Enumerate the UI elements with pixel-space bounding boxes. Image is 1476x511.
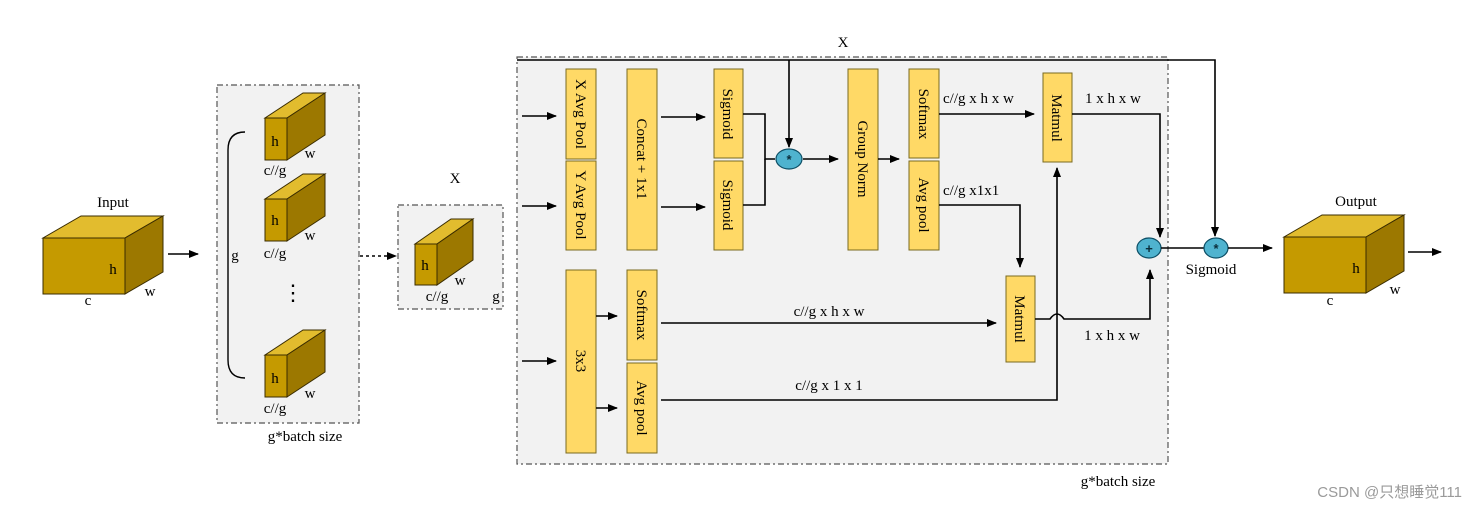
input-cube xyxy=(41,215,165,295)
dim-avg-pool-1: c//g x1x1 xyxy=(943,183,999,199)
output-w-label: w xyxy=(1390,282,1401,298)
matmul-2-label: Matmul xyxy=(1011,295,1027,343)
arrow-skip-x-to-output-mul xyxy=(517,59,1219,237)
input-w-label: w xyxy=(145,284,156,300)
input-h-label: h xyxy=(109,262,117,278)
mul-operator-2-symbol: * xyxy=(1213,241,1219,256)
input-c-label: c xyxy=(85,293,92,309)
softmax-2-block xyxy=(626,269,658,361)
output-label: Output xyxy=(1335,194,1378,210)
matmul-1-block xyxy=(1042,72,1073,163)
group-brace xyxy=(227,131,246,379)
concat-conv-label: Concat + 1x1 xyxy=(633,119,649,200)
group-ellipsis: ⋮ xyxy=(282,280,304,305)
matmul-2-block xyxy=(1005,275,1036,363)
y-avg-pool-label: Y Avg Pool xyxy=(572,170,588,239)
group-cube-1 xyxy=(263,92,327,161)
group-cube-3-w: w xyxy=(305,386,316,402)
avg-pool-1-label: Avg pool xyxy=(915,177,931,232)
avg-pool-2-block xyxy=(626,362,658,454)
group-cube-1-cg: c//g xyxy=(264,163,287,179)
dim-matmul-1: 1 x h x w xyxy=(1085,91,1141,107)
avg-pool-1-block xyxy=(908,160,940,251)
arrow-avg-pool-1-to-matmul-2 xyxy=(939,204,1024,268)
sigmoid-1-block xyxy=(713,68,744,159)
group-cube-3-h: h xyxy=(271,371,279,387)
x-cube-cg: c//g xyxy=(426,289,449,305)
softmax-2-label: Softmax xyxy=(633,290,649,341)
group-norm-label: Group Norm xyxy=(854,120,870,197)
conv3x3-block xyxy=(565,269,597,454)
batch-size-label-left: g*batch size xyxy=(268,429,343,445)
group-cube-2 xyxy=(263,173,327,242)
x-top-label: X xyxy=(838,35,849,51)
softmax-1-label: Softmax xyxy=(915,89,931,140)
arrow-avg-pool-2-to-matmul-1 xyxy=(661,167,1061,401)
add-operator-symbol: + xyxy=(1145,241,1153,256)
x-group-label: X xyxy=(450,171,461,187)
line-sigmoid-1-to-mul xyxy=(743,113,775,160)
group-cube-1-h: h xyxy=(271,134,279,150)
x-avg-pool-label: X Avg Pool xyxy=(572,79,588,149)
dim-softmax-1: c//g x h x w xyxy=(943,91,1014,107)
conv3x3-label: 3x3 xyxy=(572,350,588,373)
y-avg-pool-block xyxy=(565,160,597,251)
dim-softmax-2: c//g x h x w xyxy=(794,304,865,320)
group-cube-3-cg: c//g xyxy=(264,401,287,417)
line-sigmoid-2-to-mul xyxy=(743,159,766,206)
x-avg-pool-block xyxy=(565,68,597,160)
input-label: Input xyxy=(97,195,129,211)
sigmoid-2-label: Sigmoid xyxy=(719,180,735,231)
sigmoid-1-label: Sigmoid xyxy=(719,89,735,140)
concat-conv-block xyxy=(626,68,658,251)
x-cube-g: g xyxy=(492,289,500,305)
sigmoid-2-block xyxy=(713,160,744,251)
softmax-1-block xyxy=(908,68,940,159)
dim-avg-pool-2: c//g x 1 x 1 xyxy=(795,378,863,394)
group-cube-3 xyxy=(263,329,327,398)
output-h-label: h xyxy=(1352,261,1360,277)
x-sub-feature-cube xyxy=(413,218,475,286)
matmul-1-label: Matmul xyxy=(1048,94,1064,142)
dim-matmul-2: 1 x h x w xyxy=(1084,328,1140,344)
mul-operator-1-symbol: * xyxy=(786,152,792,167)
output-c-label: c xyxy=(1327,293,1334,309)
sigmoid-final-label: Sigmoid xyxy=(1186,262,1237,278)
watermark-text: CSDN @只想睡觉111 xyxy=(1317,484,1462,501)
group-g-label: g xyxy=(231,248,239,264)
group-norm-block xyxy=(847,68,879,251)
group-cube-2-h: h xyxy=(271,213,279,229)
arrow-matmul-1-to-add xyxy=(1072,113,1164,238)
avg-pool-2-label: Avg pool xyxy=(633,380,649,435)
output-cube xyxy=(1282,214,1406,294)
mul-operator-1 xyxy=(775,148,803,170)
group-cube-2-w: w xyxy=(305,228,316,244)
group-cube-1-w: w xyxy=(305,146,316,162)
batch-size-label-right: g*batch size xyxy=(1081,474,1156,490)
x-cube-h: h xyxy=(421,258,429,274)
arrow-matmul-2-to-add xyxy=(1035,269,1154,320)
group-cube-2-cg: c//g xyxy=(264,246,287,262)
x-cube-w: w xyxy=(455,273,466,289)
